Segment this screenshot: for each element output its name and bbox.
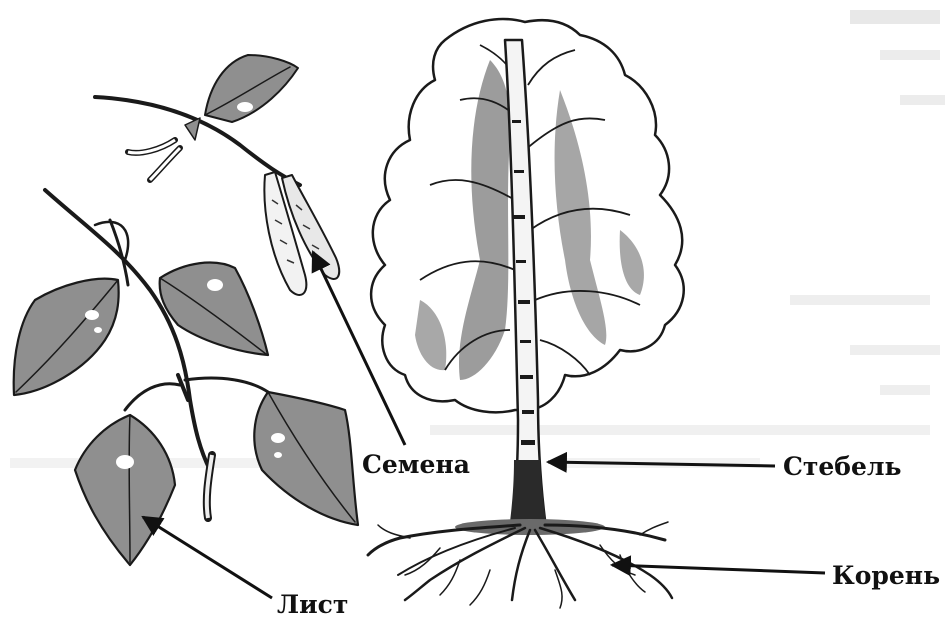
leaf-label: Лист (277, 590, 348, 617)
seeds-label: Семена (362, 450, 470, 479)
birch-tree-icon (368, 19, 684, 608)
stem-label: Стебель (783, 452, 901, 481)
labels: Семена Стебель Корень Лист (277, 450, 940, 617)
leaf-bottom-right (254, 392, 358, 525)
upper-leaf (205, 55, 298, 122)
seed-catkins (264, 172, 339, 295)
leaf-arrow (143, 517, 272, 598)
leaf-left (14, 279, 119, 395)
root-label: Корень (832, 561, 940, 590)
birch-branch-icon (14, 55, 358, 565)
leaf-bottom-left (75, 415, 175, 565)
small-catkins (128, 118, 200, 180)
